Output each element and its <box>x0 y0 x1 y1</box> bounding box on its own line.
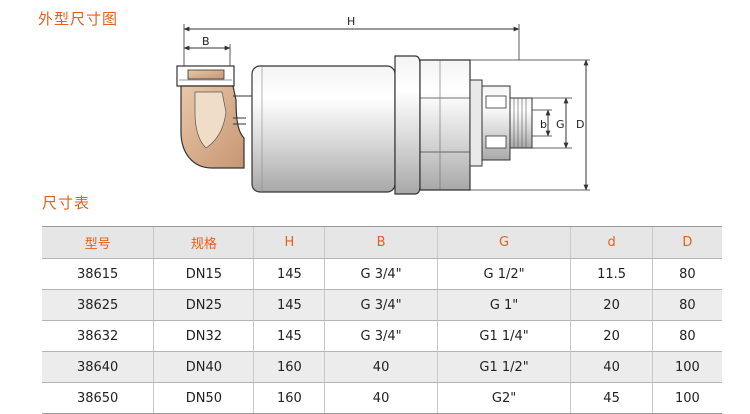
cell-d-small: 40 <box>570 351 653 383</box>
cell-spec: DN32 <box>153 320 254 352</box>
col-spec-header: 规格 <box>153 226 254 259</box>
outlet-thread <box>509 97 533 149</box>
cell-d-small: 20 <box>570 320 653 352</box>
cell-d: 100 <box>651 382 722 414</box>
col-b-header: B <box>324 226 438 259</box>
main-body <box>251 65 396 193</box>
cell-model: 38640 <box>42 351 154 383</box>
cell-d-small: 20 <box>570 289 653 321</box>
cell-g: G 1" <box>436 289 571 321</box>
col-g-header: G <box>436 226 571 259</box>
col-d-header: D <box>651 226 722 259</box>
cell-g: G1 1/2" <box>436 351 571 383</box>
cell-b: G 3/4" <box>324 289 438 321</box>
col-h-header: H <box>253 226 325 259</box>
cell-spec: DN15 <box>153 258 254 290</box>
g-label: G <box>556 118 565 131</box>
cell-d: 80 <box>651 320 722 352</box>
cell-d: 100 <box>651 351 722 383</box>
cell-g: G2" <box>436 382 571 414</box>
cell-spec: DN50 <box>153 382 254 414</box>
d-label: D <box>576 118 584 131</box>
b-upper-label: B <box>202 35 210 48</box>
col-d-small-header: d <box>570 226 653 259</box>
cell-spec: DN25 <box>153 289 254 321</box>
table-row: 38632 DN32 145 G 3/4" G1 1/4" 20 80 <box>42 320 722 352</box>
cell-h: 160 <box>253 351 325 383</box>
cell-d: 80 <box>651 258 722 290</box>
cell-b: G 3/4" <box>324 258 438 290</box>
table-row: 38615 DN15 145 G 3/4" G 1/2" 11.5 80 <box>42 258 722 290</box>
cell-b: 40 <box>324 382 438 414</box>
cell-g: G 1/2" <box>436 258 571 290</box>
col-model-header: 型号 <box>42 226 154 259</box>
cell-h: 145 <box>253 258 325 290</box>
cell-model: 38625 <box>42 289 154 321</box>
table-header-row: 型号 规格 H B G d D <box>42 226 722 259</box>
table-row: 38640 DN40 160 40 G1 1/2" 40 100 <box>42 351 722 383</box>
cell-spec: DN40 <box>153 351 254 383</box>
cell-model: 38632 <box>42 320 154 352</box>
table-section-title: 尺寸表 <box>42 194 91 212</box>
cell-d-small: 11.5 <box>570 258 653 290</box>
cell-b: 40 <box>324 351 438 383</box>
table-row: 38650 DN50 160 40 G2" 45 100 <box>42 382 722 414</box>
cell-h: 145 <box>253 320 325 352</box>
cell-model: 38615 <box>42 258 154 290</box>
drawing-section-title: 外型尺寸图 <box>38 10 119 28</box>
cell-g: G1 1/4" <box>436 320 571 352</box>
dimension-drawing: H B b G D <box>176 15 590 195</box>
cell-d: 80 <box>651 289 722 321</box>
cell-d-small: 45 <box>570 382 653 414</box>
table-row: 38625 DN25 145 G 3/4" G 1" 20 80 <box>42 289 722 321</box>
cell-b: G 3/4" <box>324 320 438 352</box>
cell-h: 145 <box>253 289 325 321</box>
h-label: H <box>347 15 355 28</box>
cell-h: 160 <box>253 382 325 414</box>
b-lower-label: b <box>540 118 547 131</box>
dimension-table: 型号 规格 H B G d D 38615 DN15 145 G 3/4" G … <box>42 226 722 414</box>
hex-nut <box>394 55 421 195</box>
cell-model: 38650 <box>42 382 154 414</box>
